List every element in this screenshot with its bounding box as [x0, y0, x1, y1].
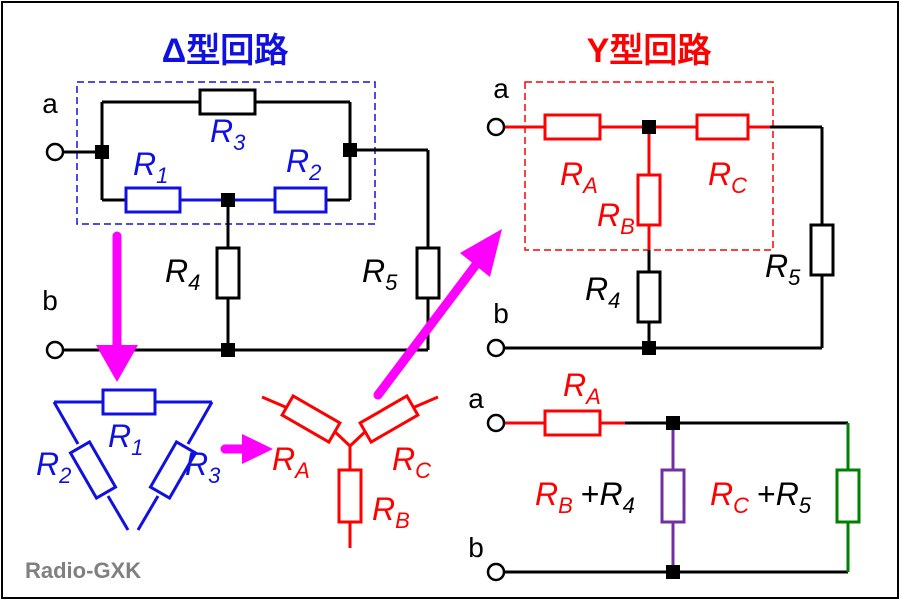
node-middle [221, 193, 235, 207]
combined-terminal-a-label: a [468, 383, 484, 414]
resistor-r1 [124, 186, 182, 214]
star-ra [280, 393, 342, 445]
label-r1: R1 [133, 146, 168, 188]
node-bottom [221, 343, 235, 357]
wye-star: RA RC RB [261, 393, 439, 548]
combined-label-rb-r4: RB+R4 [535, 476, 635, 518]
terminal-a-circle [45, 142, 65, 162]
label-r5-wye: R5 [765, 248, 801, 290]
delta-triangle: R1 R2 R3 [36, 388, 221, 531]
label-r4: R4 [165, 253, 200, 295]
arrow-down [96, 231, 138, 382]
resistor-ra [543, 113, 602, 141]
terminal-a-circle-wye [486, 117, 506, 137]
label-r5: R5 [362, 253, 398, 295]
triangle-label-r3: R3 [185, 446, 221, 488]
resistor-r5 [415, 246, 441, 300]
label-rb: RB [597, 197, 635, 239]
label-r2: R2 [286, 143, 321, 185]
node-right [343, 143, 357, 157]
triangle-r3 [148, 439, 198, 501]
resistor-rc [695, 113, 750, 141]
node-wye-bottom [642, 341, 656, 355]
resistor-r3 [198, 88, 257, 116]
triangle-wires [52, 400, 214, 531]
delta-black-wires [62, 100, 430, 352]
terminal-a-label: a [42, 88, 58, 119]
triangle-r2 [68, 439, 118, 501]
label-r4-wye: R4 [585, 271, 620, 313]
terminal-b-label: b [42, 285, 58, 316]
label-rc: RC [708, 156, 747, 198]
node-wye-center [642, 120, 656, 134]
star-label-rb: RB [372, 491, 410, 533]
terminal-a-label-wye: a [493, 73, 509, 104]
node-left [95, 145, 109, 159]
resistor-rb [636, 173, 662, 227]
combined-node-top [666, 416, 680, 430]
combined-label-rc-r5: RC+R5 [710, 476, 812, 518]
arrow-right [220, 434, 273, 464]
triangle-r1 [101, 388, 157, 416]
resistor-r2 [273, 186, 328, 214]
combined-label-ra: RA [563, 367, 601, 409]
watermark: Radio-GXK [25, 558, 141, 583]
resistor-r4-wye [636, 270, 662, 324]
terminal-b-circle-wye [486, 338, 506, 358]
combined-terminal-a [486, 413, 506, 433]
arrows [96, 229, 502, 464]
combined-node-bottom [666, 565, 680, 579]
resistor-r4 [215, 246, 241, 300]
star-rb [337, 468, 363, 524]
terminal-b-label-wye: b [493, 298, 509, 329]
wye-circuit: Y型回路 a b RA RC RB R4 R5 [486, 32, 835, 358]
star-label-rc: RC [392, 441, 431, 483]
terminal-b-circle [45, 340, 65, 360]
arrow-diagonal [373, 229, 502, 400]
delta-title: Δ型回路 [162, 32, 289, 70]
label-ra: RA [560, 156, 598, 198]
combined-terminal-b-label: b [468, 532, 484, 563]
combined-terminal-b [486, 562, 506, 582]
star-label-ra: RA [272, 441, 310, 483]
wye-title: Y型回路 [587, 32, 713, 70]
triangle-label-r1: R1 [108, 418, 143, 460]
combined-rc-r5 [835, 468, 861, 524]
wye-black-wires [503, 125, 824, 350]
combined-rb-r4 [660, 468, 686, 524]
label-r3: R3 [210, 113, 246, 155]
resistor-r5-wye [809, 223, 835, 277]
delta-circuit: Δ型回路 [42, 32, 441, 360]
combined-ra [543, 409, 602, 437]
star-rc [358, 393, 420, 445]
triangle-label-r2: R2 [36, 446, 71, 488]
combined-circuit: a b RA RB+R4 RC+R5 [468, 367, 861, 582]
